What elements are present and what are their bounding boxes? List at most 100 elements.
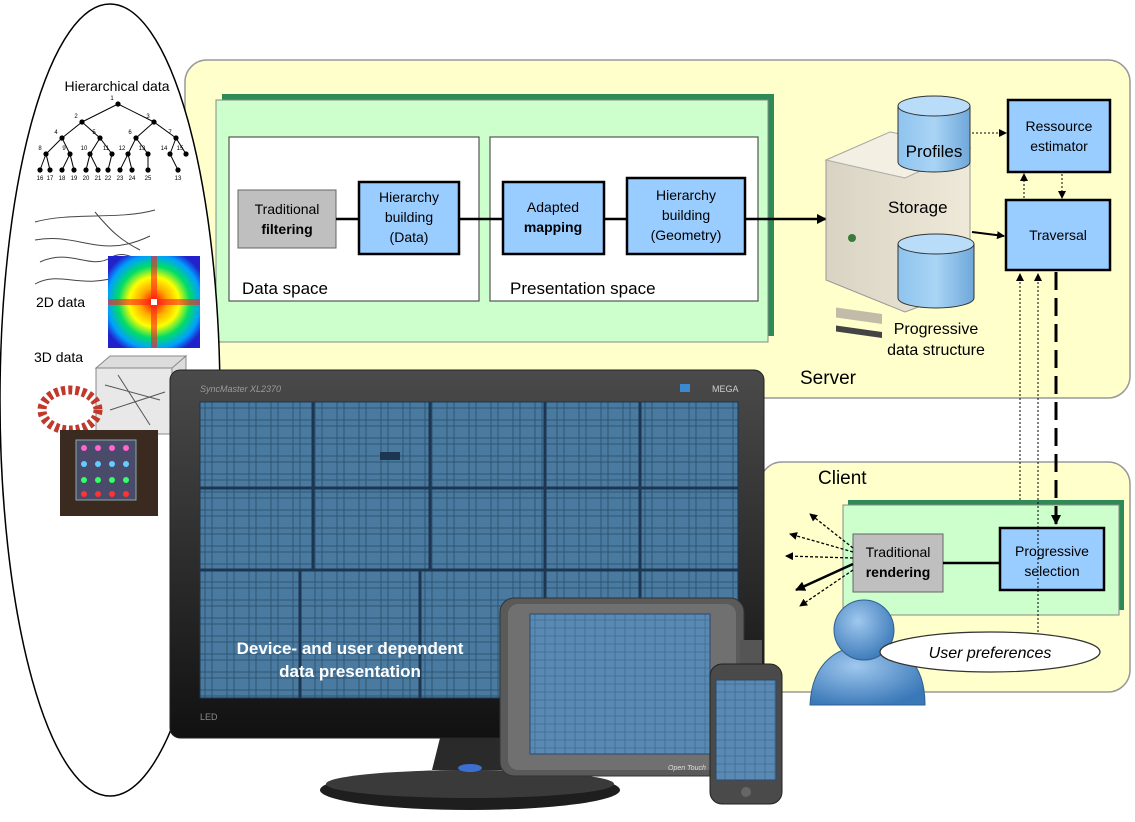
arrow-storage-traversal: [971, 231, 1005, 240]
selection-label-2: selection: [1024, 563, 1079, 579]
monitor-sub: LED: [200, 712, 218, 722]
tree-edge: [127, 153, 133, 171]
tree-node: [71, 167, 77, 173]
presentation-space-label: Presentation space: [510, 279, 656, 298]
tree-node-label: 5: [92, 130, 96, 136]
storage-label: Storage: [888, 198, 948, 217]
tree-node: [59, 135, 65, 141]
tree-edge: [69, 153, 75, 171]
hb-geo-label-3: (Geometry): [651, 227, 722, 243]
tree-node-label: 15: [177, 146, 184, 152]
tree-node: [83, 167, 89, 173]
tree-edge: [169, 137, 177, 155]
tree-node: [79, 119, 85, 125]
tree-node-label: 13: [139, 146, 146, 152]
tree-node: [151, 119, 157, 125]
profiles-label: Profiles: [906, 142, 963, 161]
tree-edge: [153, 121, 177, 139]
hb-data-label-3: (Data): [390, 229, 429, 245]
profiles-database[interactable]: [897, 95, 971, 173]
tree-node-label: 4: [54, 130, 58, 136]
tree-node: [97, 135, 103, 141]
phone-screen-treemap: [715, 679, 777, 781]
progressive-selection-box[interactable]: [998, 526, 1106, 592]
render-label-1: Traditional: [866, 544, 931, 560]
heatmap-figure: [108, 256, 200, 348]
device-caption-line-2: data presentation: [279, 662, 421, 681]
tree-node-label: 16: [37, 176, 44, 182]
tree-node: [115, 101, 121, 107]
tree-node-label: 6: [128, 130, 132, 136]
tree-edge: [39, 153, 47, 171]
tree-node-label: 12: [119, 146, 126, 152]
tree-edge: [135, 137, 149, 155]
tree-edge: [89, 137, 101, 155]
tree-node: [175, 167, 181, 173]
tree-node: [47, 167, 53, 173]
hierarchy-building-geometry-box[interactable]: [625, 176, 747, 256]
tree-node-label: 7: [168, 130, 172, 136]
tree-edge: [61, 153, 71, 171]
client-label: Client: [818, 468, 867, 489]
user-preferences-bubble[interactable]: [879, 631, 1101, 673]
tree-node: [105, 167, 111, 173]
tree-node-label: 3: [146, 114, 150, 120]
tree-edge: [127, 137, 137, 155]
tree-node: [87, 151, 93, 157]
hb-geo-label-1: Hierarchy: [656, 187, 716, 203]
tree-node-label: 14: [161, 146, 168, 152]
tree-node: [183, 151, 189, 157]
hb-data-label-2: building: [385, 209, 433, 225]
hb-data-label-1: Hierarchy: [379, 189, 439, 205]
pipeline-panel: Data space Presentation space Traditiona…: [215, 94, 774, 343]
tree-node-label: 24: [129, 176, 136, 182]
tree-edge: [117, 103, 155, 123]
tree-node: [145, 167, 151, 173]
tree-edge: [107, 153, 113, 171]
tree-node-label: 8: [38, 146, 42, 152]
tree-edge: [61, 137, 71, 155]
estimator-label-2: estimator: [1030, 138, 1088, 154]
filter-label-1: Traditional: [255, 201, 320, 217]
tree-node: [67, 151, 73, 157]
resource-estimator-box[interactable]: [1006, 98, 1112, 174]
tree-node: [133, 135, 139, 141]
tree-node: [125, 151, 131, 157]
monitor-logo: MEGA: [712, 384, 739, 394]
progressive-data-structure-database[interactable]: [897, 233, 975, 309]
tree-node-label: 23: [117, 176, 124, 182]
selection-label-1: Progressive: [1015, 543, 1089, 559]
mapping-label-2: mapping: [524, 219, 582, 235]
tree-node-label: 21: [95, 176, 102, 182]
tree-node-label: 20: [83, 176, 90, 182]
tree-edge: [61, 121, 83, 139]
tree-edge: [85, 153, 91, 171]
traversal-box[interactable]: [1004, 198, 1112, 272]
tree-node: [167, 151, 173, 157]
led-cube-photo: [60, 430, 158, 516]
monitor-brand: SyncMaster XL2370: [200, 384, 281, 394]
hierarchical-data-label: Hierarchical data: [64, 78, 169, 94]
tablet-device: Open Touch: [499, 597, 762, 777]
3d-data-label: 3D data: [34, 349, 83, 365]
tree-node: [59, 167, 65, 173]
adapted-mapping-box[interactable]: [501, 180, 606, 256]
tree-node: [173, 135, 179, 141]
traditional-filtering-box[interactable]: [237, 189, 337, 249]
tree-edge: [45, 153, 51, 171]
tree-node-label: 11: [103, 146, 110, 152]
tree-node-label: 1: [110, 96, 114, 102]
tree-node-label: 18: [59, 176, 66, 182]
device-caption-line-1: Device- and user dependent: [237, 639, 464, 658]
server-label: Server: [800, 368, 857, 389]
render-label-2: rendering: [866, 564, 931, 580]
rendering-output-arrows: [785, 513, 854, 607]
tree-edge: [135, 121, 155, 139]
estimator-label-1: Ressource: [1026, 118, 1093, 134]
tree-node: [43, 151, 49, 157]
traditional-rendering-box[interactable]: [852, 533, 944, 593]
tree-edge: [81, 103, 119, 123]
tablet-brand: Open Touch: [668, 765, 706, 772]
tree-node-label: 22: [105, 176, 112, 182]
